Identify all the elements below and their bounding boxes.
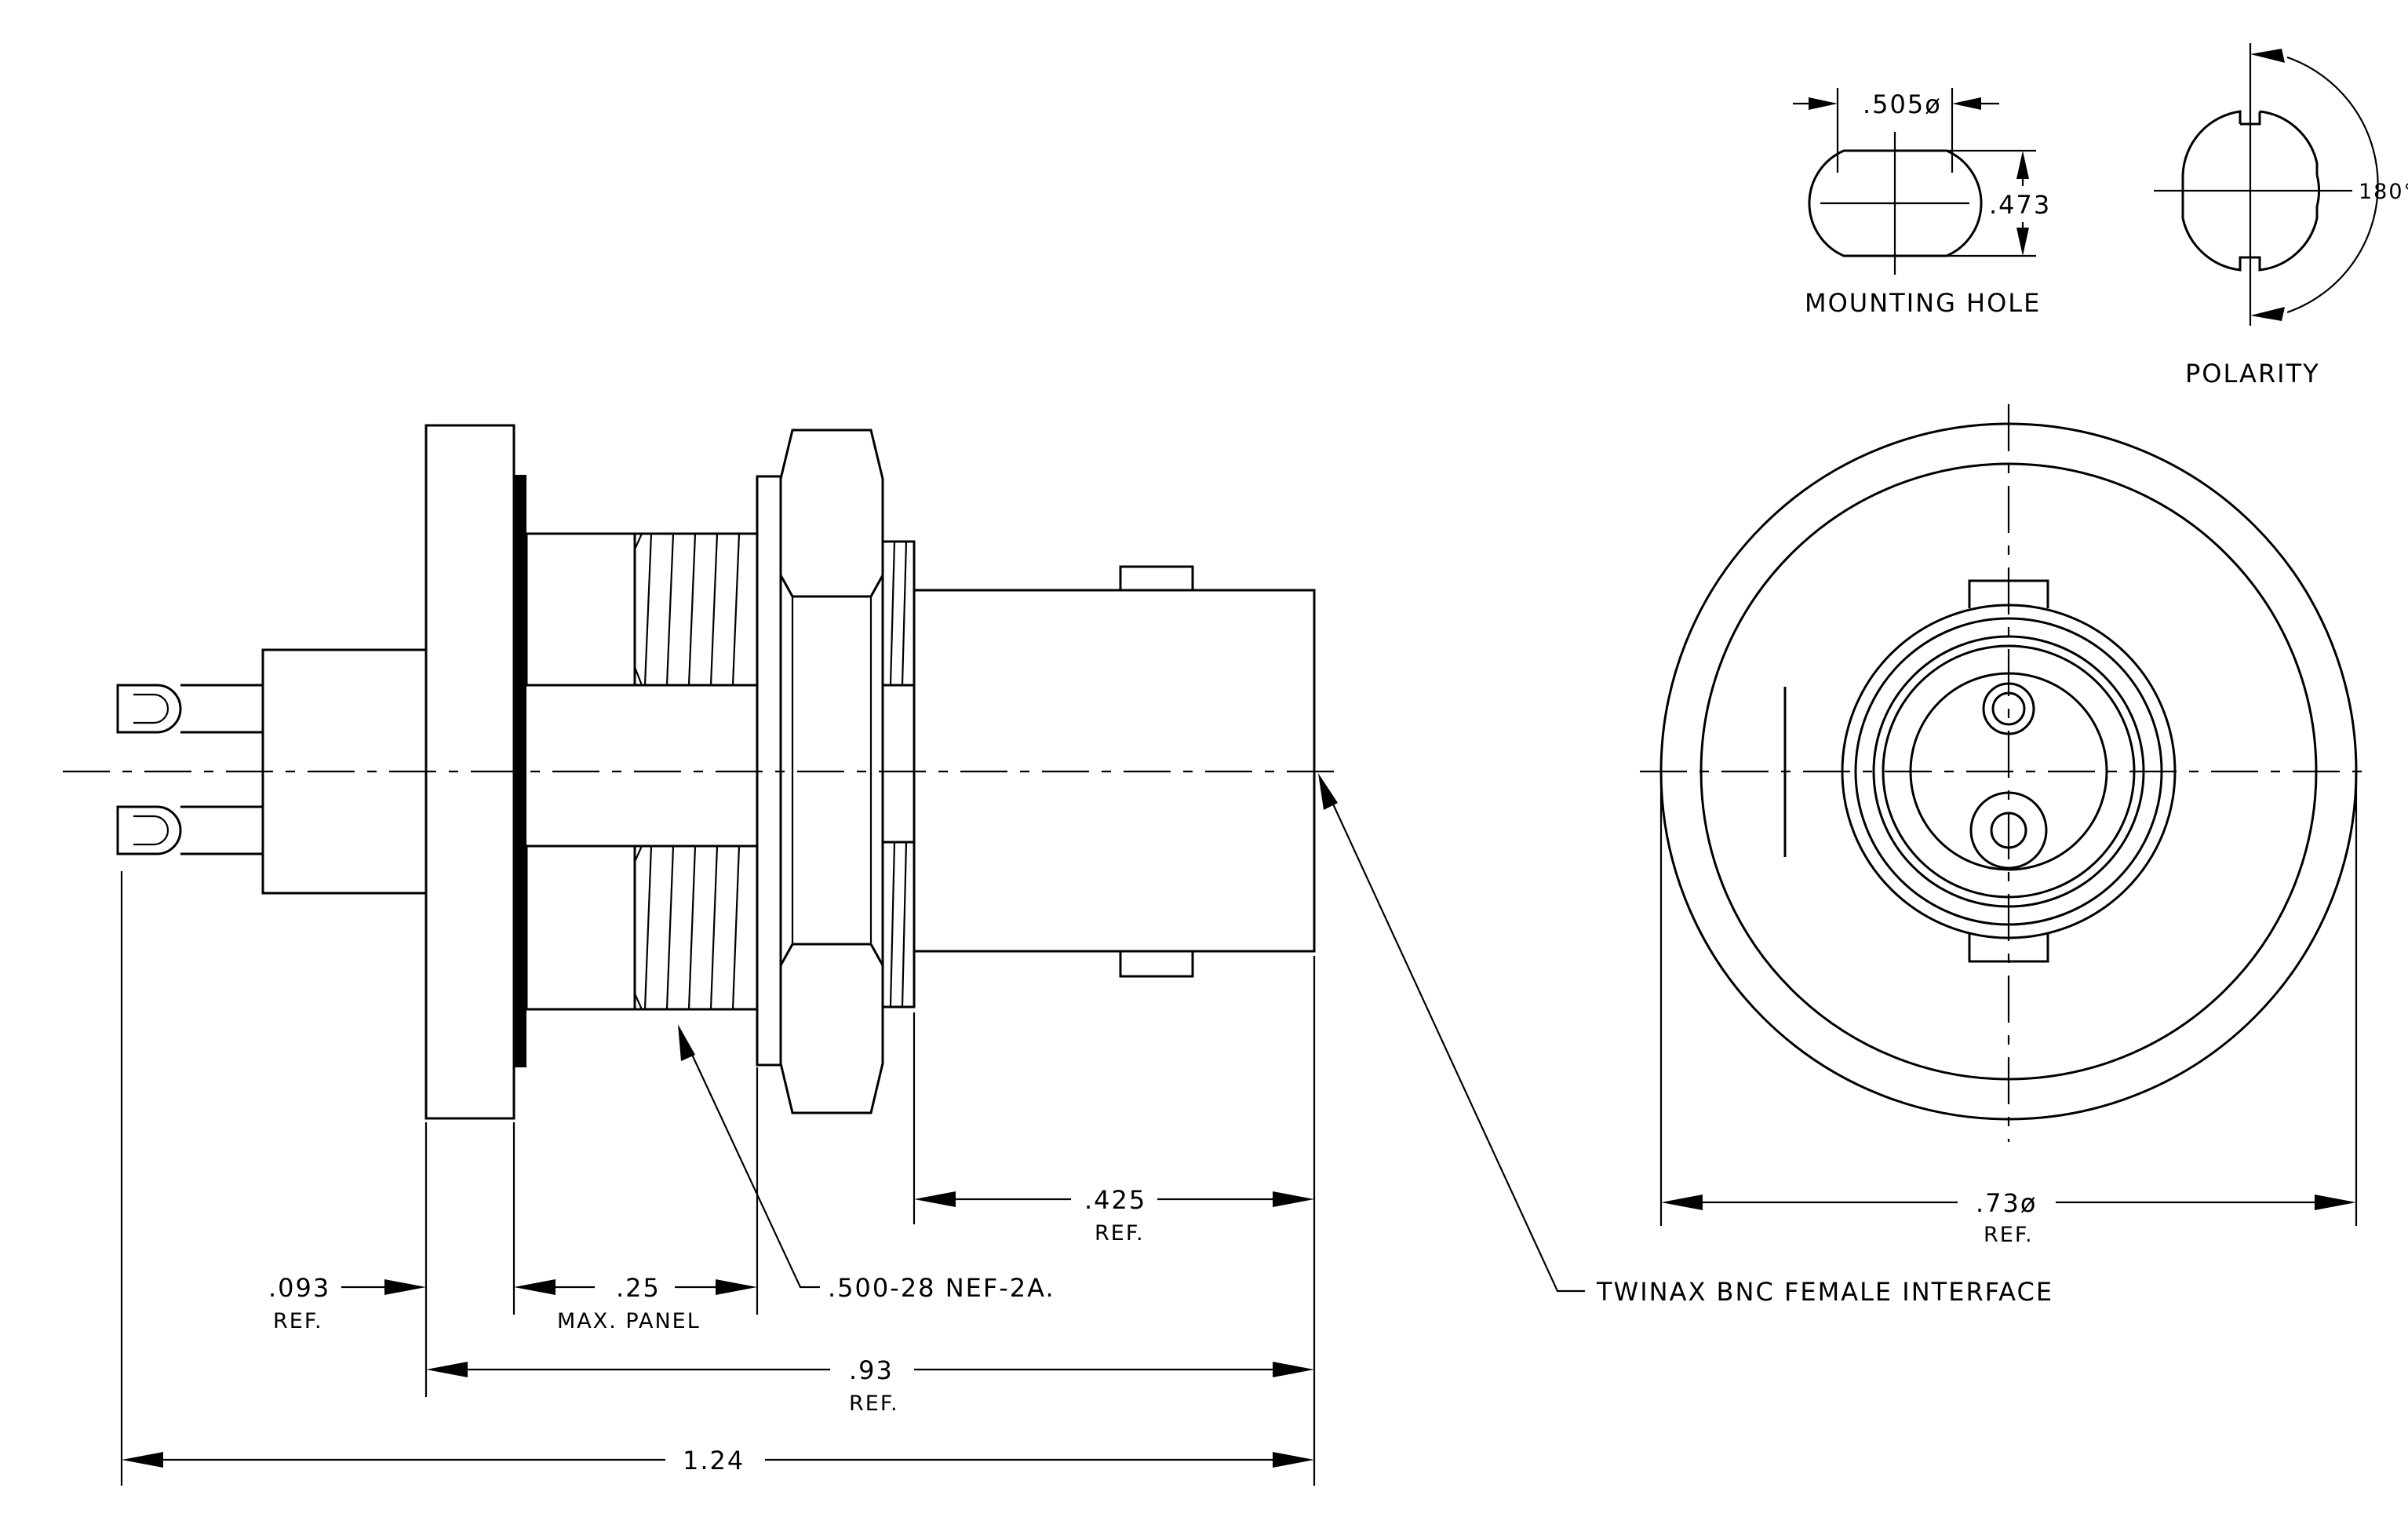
hex-nut <box>779 429 884 1114</box>
solder-cup-upper <box>116 684 263 734</box>
solder-cup-lower <box>116 805 263 855</box>
polarity-angle: 180° <box>2359 180 2408 204</box>
gasket <box>514 475 526 1067</box>
dim-body-length-value: .93 <box>849 1355 894 1385</box>
mounting-hole-view: .505ø .473 MOUNTING HOLE <box>1793 88 2051 318</box>
dim-interface-length-note: REF. <box>1095 1221 1145 1246</box>
interface-callout: TWINAX BNC FEMALE INTERFACE <box>1596 1277 2053 1307</box>
dim-thread-value: .500-28 NEF-2A. <box>828 1273 1055 1303</box>
dim-diameter-note: REF. <box>1984 1223 2034 1247</box>
front-view <box>1640 404 2362 1142</box>
bayonet-lug-top <box>1119 565 1194 592</box>
side-view <box>63 424 1346 1120</box>
upper-threads <box>525 532 759 687</box>
polarity-view: 180° POLARITY <box>2154 43 2408 388</box>
lower-threads <box>525 844 759 1011</box>
side-dimensions: .093 REF. .25 MAX. PANEL .500-28 NEF-2A.… <box>120 773 2053 1486</box>
front-dimensions: .73ø REF. <box>1659 777 2358 1247</box>
dim-diameter-value: .73ø <box>1976 1188 2037 1218</box>
dim-body-length-note: REF. <box>849 1392 899 1416</box>
front-body <box>913 589 1316 953</box>
contact-lower <box>1969 791 2048 870</box>
bayonet-lug-bottom <box>1119 950 1194 978</box>
dim-interface-length-value: .425 <box>1084 1185 1146 1215</box>
mounting-hole-flat: .473 <box>1989 190 2051 220</box>
contact-upper <box>1982 682 2035 735</box>
polarity-title: POLARITY <box>2185 359 2320 388</box>
dim-panel-value: .25 <box>616 1273 661 1303</box>
dim-flange-note: REF. <box>273 1309 323 1333</box>
mounting-hole-title: MOUNTING HOLE <box>1805 288 2041 318</box>
dim-overall-length-value: 1.24 <box>683 1446 745 1475</box>
front-threads <box>881 540 916 1009</box>
dim-panel-note: MAX. PANEL <box>557 1309 701 1333</box>
dim-flange-value: .093 <box>268 1273 330 1303</box>
mounting-hole-width: .505ø <box>1863 89 1942 119</box>
